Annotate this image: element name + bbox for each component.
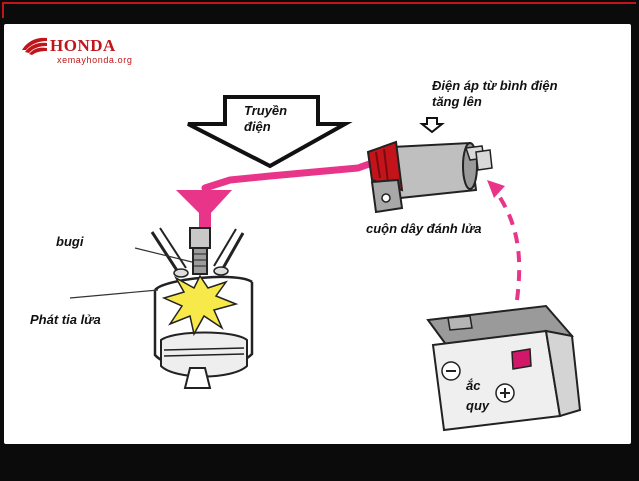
honda-wing-icon — [22, 37, 47, 55]
honda-logo-text: HONDA — [50, 36, 116, 55]
spark-burst — [161, 274, 239, 337]
engine-cylinder — [150, 227, 254, 389]
battery — [426, 304, 582, 432]
transmit-label: Truyền điện — [244, 103, 288, 134]
honda-website: xemayhonda.org — [57, 55, 133, 65]
voltage-label: Điện áp từ bình điện tăng lên — [432, 78, 558, 109]
honda-logo: HONDA xemayhonda.org — [20, 36, 170, 70]
transmit-arrow — [187, 95, 353, 169]
frame-accent-border — [2, 2, 636, 18]
bugi-leader — [134, 247, 193, 263]
coil-label: cuộn dây đánh lửa — [366, 221, 482, 236]
spark-label: Phát tia lửa — [30, 312, 101, 327]
pink-wire — [176, 159, 376, 228]
spark-plug-label: bugi — [56, 234, 84, 249]
spark-leader — [69, 289, 159, 299]
battery-label: ắc quy — [466, 378, 490, 413]
ignition-coil — [366, 117, 493, 214]
battery-voltage-arrow — [487, 180, 522, 301]
